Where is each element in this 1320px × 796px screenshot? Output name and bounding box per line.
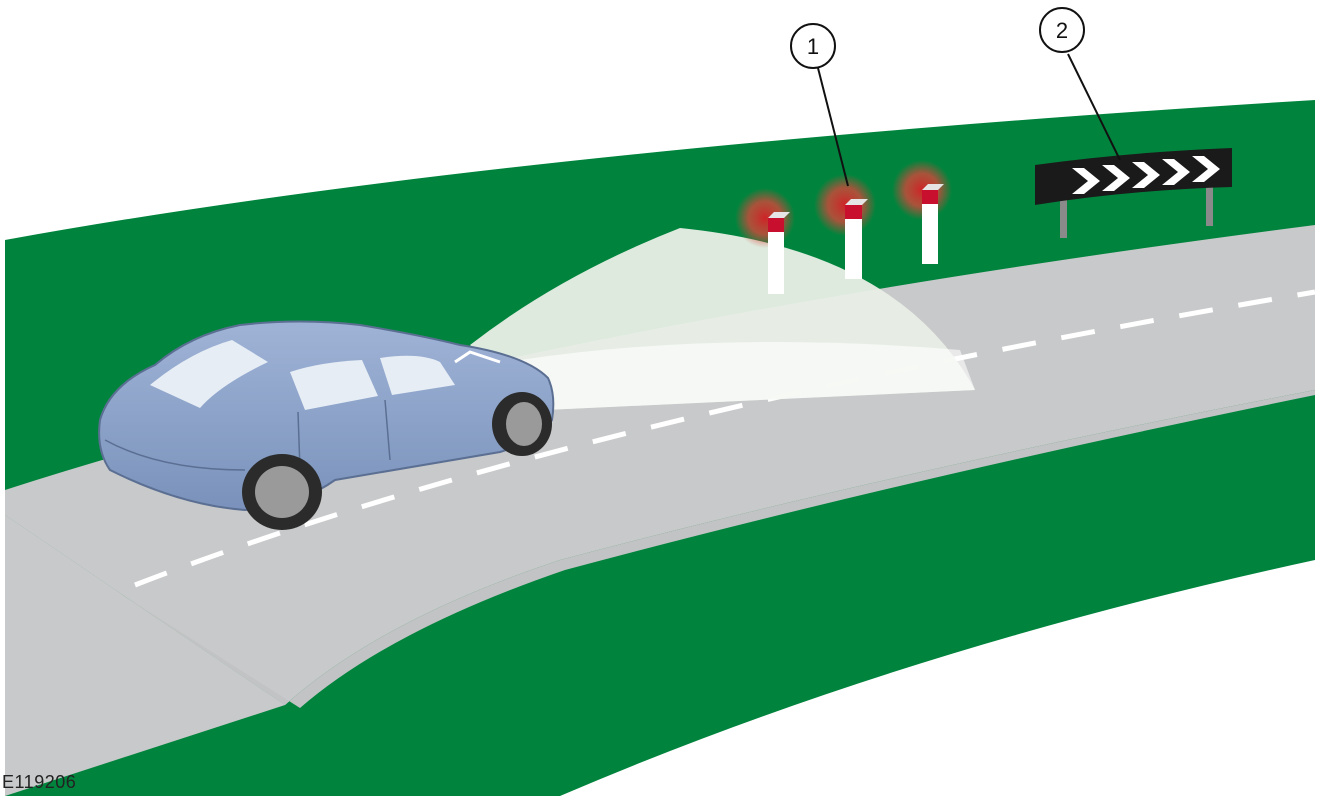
car-rear-wheel xyxy=(242,454,322,530)
callout-1-number: 1 xyxy=(807,34,819,59)
car-front-wheel xyxy=(492,392,552,456)
callout-2-number: 2 xyxy=(1056,18,1068,43)
figure-id: E119206 xyxy=(2,772,76,793)
